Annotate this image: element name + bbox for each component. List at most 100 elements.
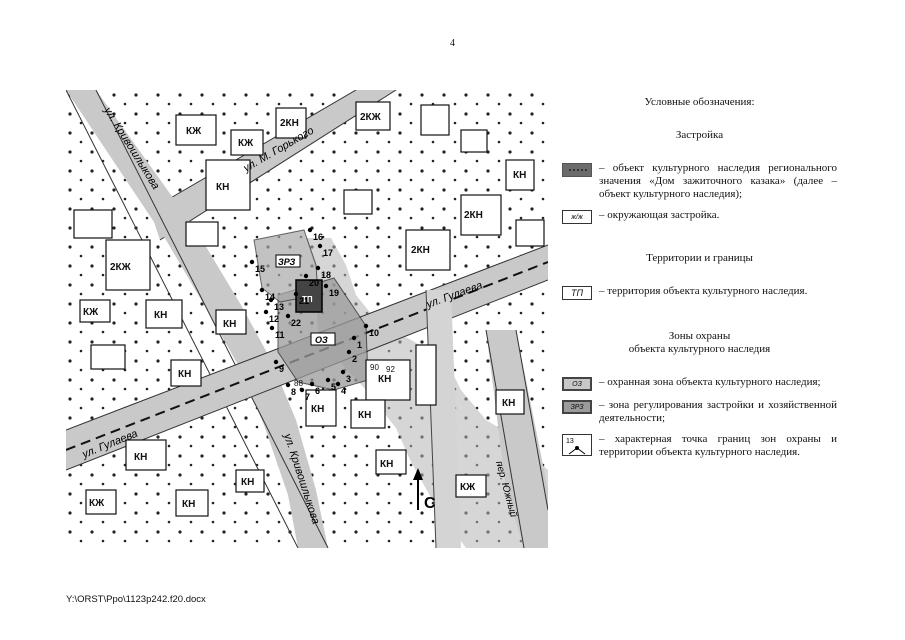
north-arrow-label: С <box>424 495 436 512</box>
building-label: КН <box>358 410 371 421</box>
building-label: КН <box>223 319 236 330</box>
characteristic-point <box>346 349 352 355</box>
building-label: КН <box>513 170 526 181</box>
building-label: КН <box>502 398 515 409</box>
building-label: 2КН <box>280 118 299 129</box>
page-number: 4 <box>450 38 455 49</box>
characteristic-point <box>263 309 269 315</box>
characteristic-point <box>249 259 255 265</box>
characteristic-point-label: 4 <box>341 386 346 396</box>
characteristic-point <box>363 323 369 329</box>
characteristic-point <box>268 297 274 303</box>
characteristic-point-label: 5 <box>331 382 336 392</box>
surrounding-swatch-icon: ж/ж <box>562 210 592 224</box>
legend-item-regulation: ЗРЗ – зона регулирования застройки и хоз… <box>562 399 837 425</box>
characteristic-point <box>293 291 299 297</box>
legend-section-territories: Территории и границы <box>646 252 753 264</box>
characteristic-point-label: 21 <box>299 296 309 306</box>
zone-label-protection: ОЗ <box>315 335 328 345</box>
protection-symbol: ОЗ <box>572 380 582 388</box>
characteristic-point-label: 15 <box>255 264 265 274</box>
characteristic-point-label: 18 <box>321 270 331 280</box>
legend-section-zones-line2: объекта культурного наследия <box>628 343 771 355</box>
territory-symbol: ТП <box>570 287 584 298</box>
building-label: КЖ <box>460 482 476 493</box>
characteristic-point-label: 8 <box>291 387 296 397</box>
characteristic-point <box>335 381 341 387</box>
characteristic-point-label: 13 <box>274 302 284 312</box>
characteristic-point-label: 1 <box>357 340 362 350</box>
characteristic-point-label: 6 <box>315 386 320 396</box>
legend-item-protection: ОЗ – охранная зона объекта культурного н… <box>562 376 837 391</box>
characteristic-point <box>307 227 313 233</box>
characteristic-point-label: 9 <box>279 364 284 374</box>
building-label: КН <box>311 404 324 415</box>
file-path-footer: Y:\ORST\Ppo\1123p242.f20.docx <box>66 594 206 605</box>
characteristic-point <box>303 273 309 279</box>
legend-title: Условные обозначения: <box>644 96 755 108</box>
legend-section-buildings: Застройка <box>675 129 724 141</box>
legend-item-territory: ТП – территория объекта культурного насл… <box>562 285 837 300</box>
building-label: КЖ <box>238 138 254 149</box>
point-symbol: 13 <box>566 438 574 445</box>
building-label: КН <box>134 452 147 463</box>
characteristic-point <box>269 325 275 331</box>
building-label: КН <box>378 374 391 385</box>
street-yuzhny <box>485 329 548 548</box>
legend-text-point: – характерная точка границ зон охраны и … <box>599 433 837 458</box>
north-arrow: С <box>413 468 436 512</box>
characteristic-point-label: 10 <box>369 328 379 338</box>
characteristic-point-label: 12 <box>269 314 279 324</box>
characteristic-point <box>285 382 291 388</box>
territory-swatch-icon: ТП <box>562 286 592 300</box>
characteristic-point-label: 2 <box>352 354 357 364</box>
swatch-hatch-icon: ж/ж <box>571 213 583 221</box>
characteristic-point <box>317 243 323 249</box>
building-label: 2КН <box>411 245 430 256</box>
characteristic-point-label: 17 <box>323 248 333 258</box>
characteristic-point <box>323 283 329 289</box>
characteristic-point <box>273 359 279 365</box>
heritage-swatch-icon <box>562 163 592 177</box>
buildings <box>73 101 545 517</box>
characteristic-point <box>299 387 305 393</box>
building-label: КН <box>178 369 191 380</box>
building-label: КН <box>380 459 393 470</box>
characteristic-point <box>285 313 291 319</box>
characteristic-point <box>325 377 331 383</box>
building-label: КН <box>216 182 229 193</box>
building-label: КЖ <box>186 126 202 137</box>
building-label: КЖ <box>83 307 99 318</box>
building-label: 90 <box>370 363 379 372</box>
characteristic-point-label: 3 <box>346 374 351 384</box>
building-label: КН <box>154 310 167 321</box>
characteristic-point <box>351 335 357 341</box>
building-label: 92 <box>386 365 395 374</box>
characteristic-point-label: 14 <box>265 292 275 302</box>
regulation-zone-swatch-icon: ЗРЗ <box>562 400 592 414</box>
characteristic-point-label: 11 <box>275 330 285 340</box>
building-label: КН <box>182 499 195 510</box>
characteristic-point <box>259 287 265 293</box>
building-label: 2КЖ <box>360 112 382 123</box>
building-label: КЖ <box>89 498 105 509</box>
legend-text-territory: – территория объекта культурного наследи… <box>599 285 808 297</box>
characteristic-point <box>315 265 321 271</box>
building-labels: КЖ КЖ 2КН 2КЖ КН 2КЖ КЖ КН КН 2КН 2КН КН… <box>83 112 526 510</box>
map-legend: Условные обозначения: Застройка – объект… <box>562 94 837 467</box>
characteristic-point-label: 7 <box>305 392 310 402</box>
legend-item-surrounding: ж/ж – окружающая застройка. <box>562 209 837 224</box>
characteristic-point-label: 16 <box>313 232 323 242</box>
characteristic-point-icon: 13 <box>562 434 592 456</box>
legend-section-zones: Зоны охраны объекта культурного наследия <box>562 330 837 356</box>
building-label: 2КЖ <box>110 262 132 273</box>
building-label: 2КН <box>464 210 483 221</box>
legend-item-point: 13 – характерная точка границ зон охраны… <box>562 433 837 459</box>
legend-text-surrounding: – окружающая застройка. <box>599 209 720 221</box>
heritage-object <box>295 279 323 313</box>
protection-zone-swatch-icon: ОЗ <box>562 377 592 391</box>
zone-label-regulation: ЗРЗ <box>278 257 295 267</box>
building-label: 88 <box>294 379 303 388</box>
zone-label-heritage: ТП <box>302 295 313 304</box>
